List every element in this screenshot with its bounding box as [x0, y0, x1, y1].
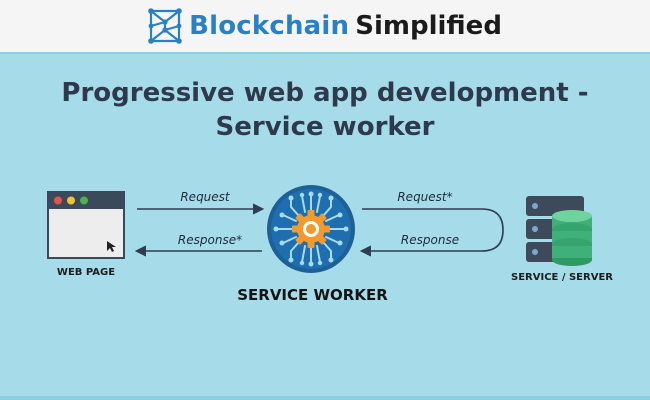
gear-circuit-icon	[267, 185, 355, 273]
label-request-right: Request*	[397, 190, 453, 204]
label-response-left: Response*	[177, 233, 243, 247]
web-page-label: WEB PAGE	[56, 267, 116, 278]
server-label: SERVICE / SERVER	[511, 272, 613, 283]
page-title: Progressive web app development - Servic…	[0, 76, 650, 144]
logo: Blockchain Simplified	[148, 8, 502, 44]
label-response-right: Response	[400, 233, 460, 247]
title-line-2: Service worker	[215, 112, 435, 142]
brand-name-part1: Blockchain	[189, 11, 350, 41]
arrow-loop-right	[481, 208, 504, 252]
browser-window-icon	[47, 191, 125, 259]
brand-name-part2: Simplified	[355, 11, 502, 41]
header: Blockchain Simplified	[0, 0, 650, 54]
title-line-1: Progressive web app development -	[61, 78, 589, 108]
service-worker-label: SERVICE WORKER	[237, 286, 388, 304]
server-database-icon	[526, 196, 592, 266]
label-request-left: Request	[180, 190, 230, 204]
bottom-divider	[0, 396, 650, 400]
blockchain-network-icon	[148, 8, 182, 44]
